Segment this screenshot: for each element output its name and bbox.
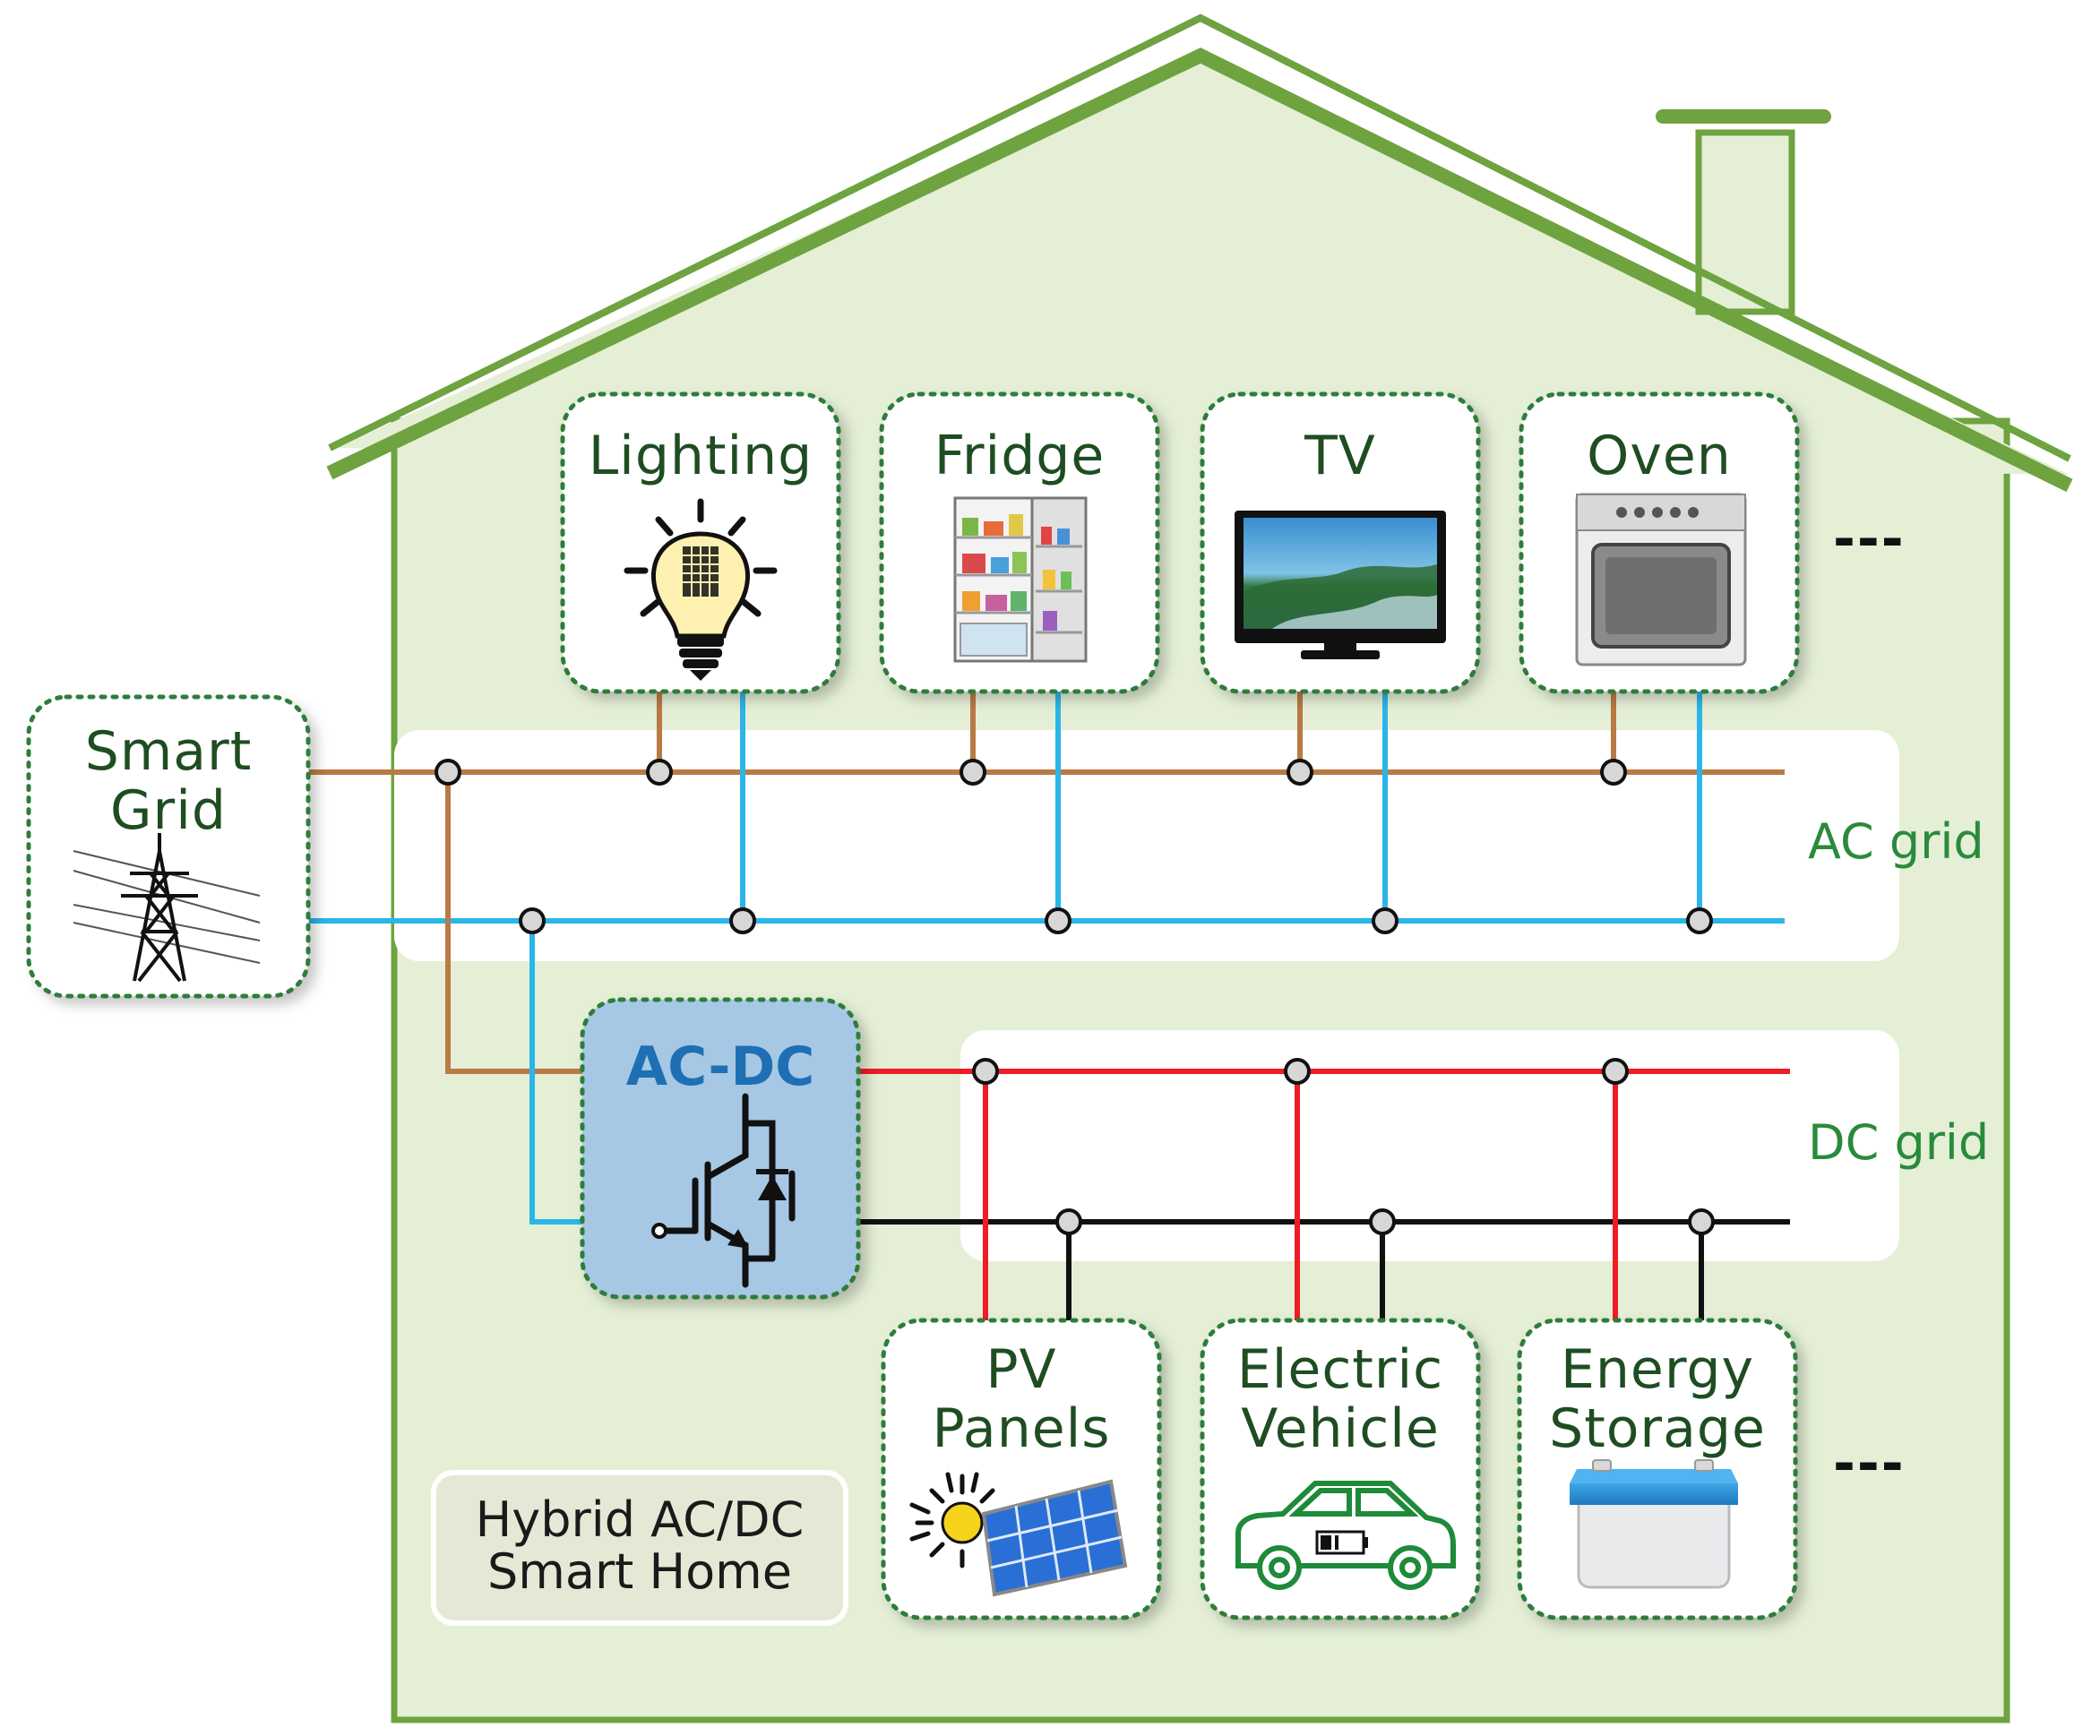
ac-dc-converter — [580, 997, 861, 1300]
smart-grid-label: Smart Grid — [84, 720, 253, 842]
dc-unit-boxes — [881, 1318, 1798, 1620]
tv-label: TV — [1304, 425, 1376, 487]
dc-grid-lane — [960, 1030, 1899, 1261]
tv-icon — [1235, 511, 1446, 659]
roof-inner — [326, 47, 2073, 493]
pv-panels-label: PV Panels — [932, 1338, 1111, 1460]
converter-label: AC-DC — [625, 1036, 815, 1098]
home-label-box — [431, 1470, 848, 1626]
house-roof-fill — [336, 56, 2070, 475]
fridge-icon — [953, 496, 1088, 663]
lighting-label: Lighting — [588, 425, 813, 487]
ac-grid-label: AC grid — [1808, 813, 1984, 870]
junction-nodes — [435, 759, 1715, 1235]
home-label: Hybrid AC/DC Smart Home — [475, 1491, 805, 1600]
power-tower-icon — [73, 833, 261, 983]
car-battery-indicator-icon — [1315, 1530, 1368, 1555]
oven-icon — [1575, 493, 1747, 666]
ac-load-boxes — [560, 391, 1800, 694]
electric-vehicle-label: Electric Vehicle — [1236, 1338, 1444, 1460]
dc-grid-label: DC grid — [1808, 1114, 1990, 1171]
energy-storage-label: Energy Storage — [1549, 1338, 1766, 1460]
electric-car-icon — [1235, 1481, 1456, 1590]
smart-grid-box — [26, 694, 311, 999]
ac-grid-lane — [394, 730, 1899, 961]
chimney — [1695, 129, 1795, 315]
blue-to-converter — [529, 921, 582, 1225]
light-bulb-icon — [624, 498, 778, 681]
roof-outer — [328, 13, 2071, 462]
igbt-diode-icon — [661, 1093, 796, 1288]
fridge-label: Fridge — [934, 425, 1106, 487]
brown-to-converter — [445, 772, 582, 1074]
dc-units-ellipsis: --- — [1833, 1432, 1906, 1495]
solar-panel-icon — [909, 1472, 1128, 1597]
wires — [309, 692, 1790, 1320]
battery-icon — [1570, 1459, 1738, 1589]
ac-loads-ellipsis: --- — [1833, 508, 1906, 571]
oven-label: Oven — [1587, 425, 1732, 487]
